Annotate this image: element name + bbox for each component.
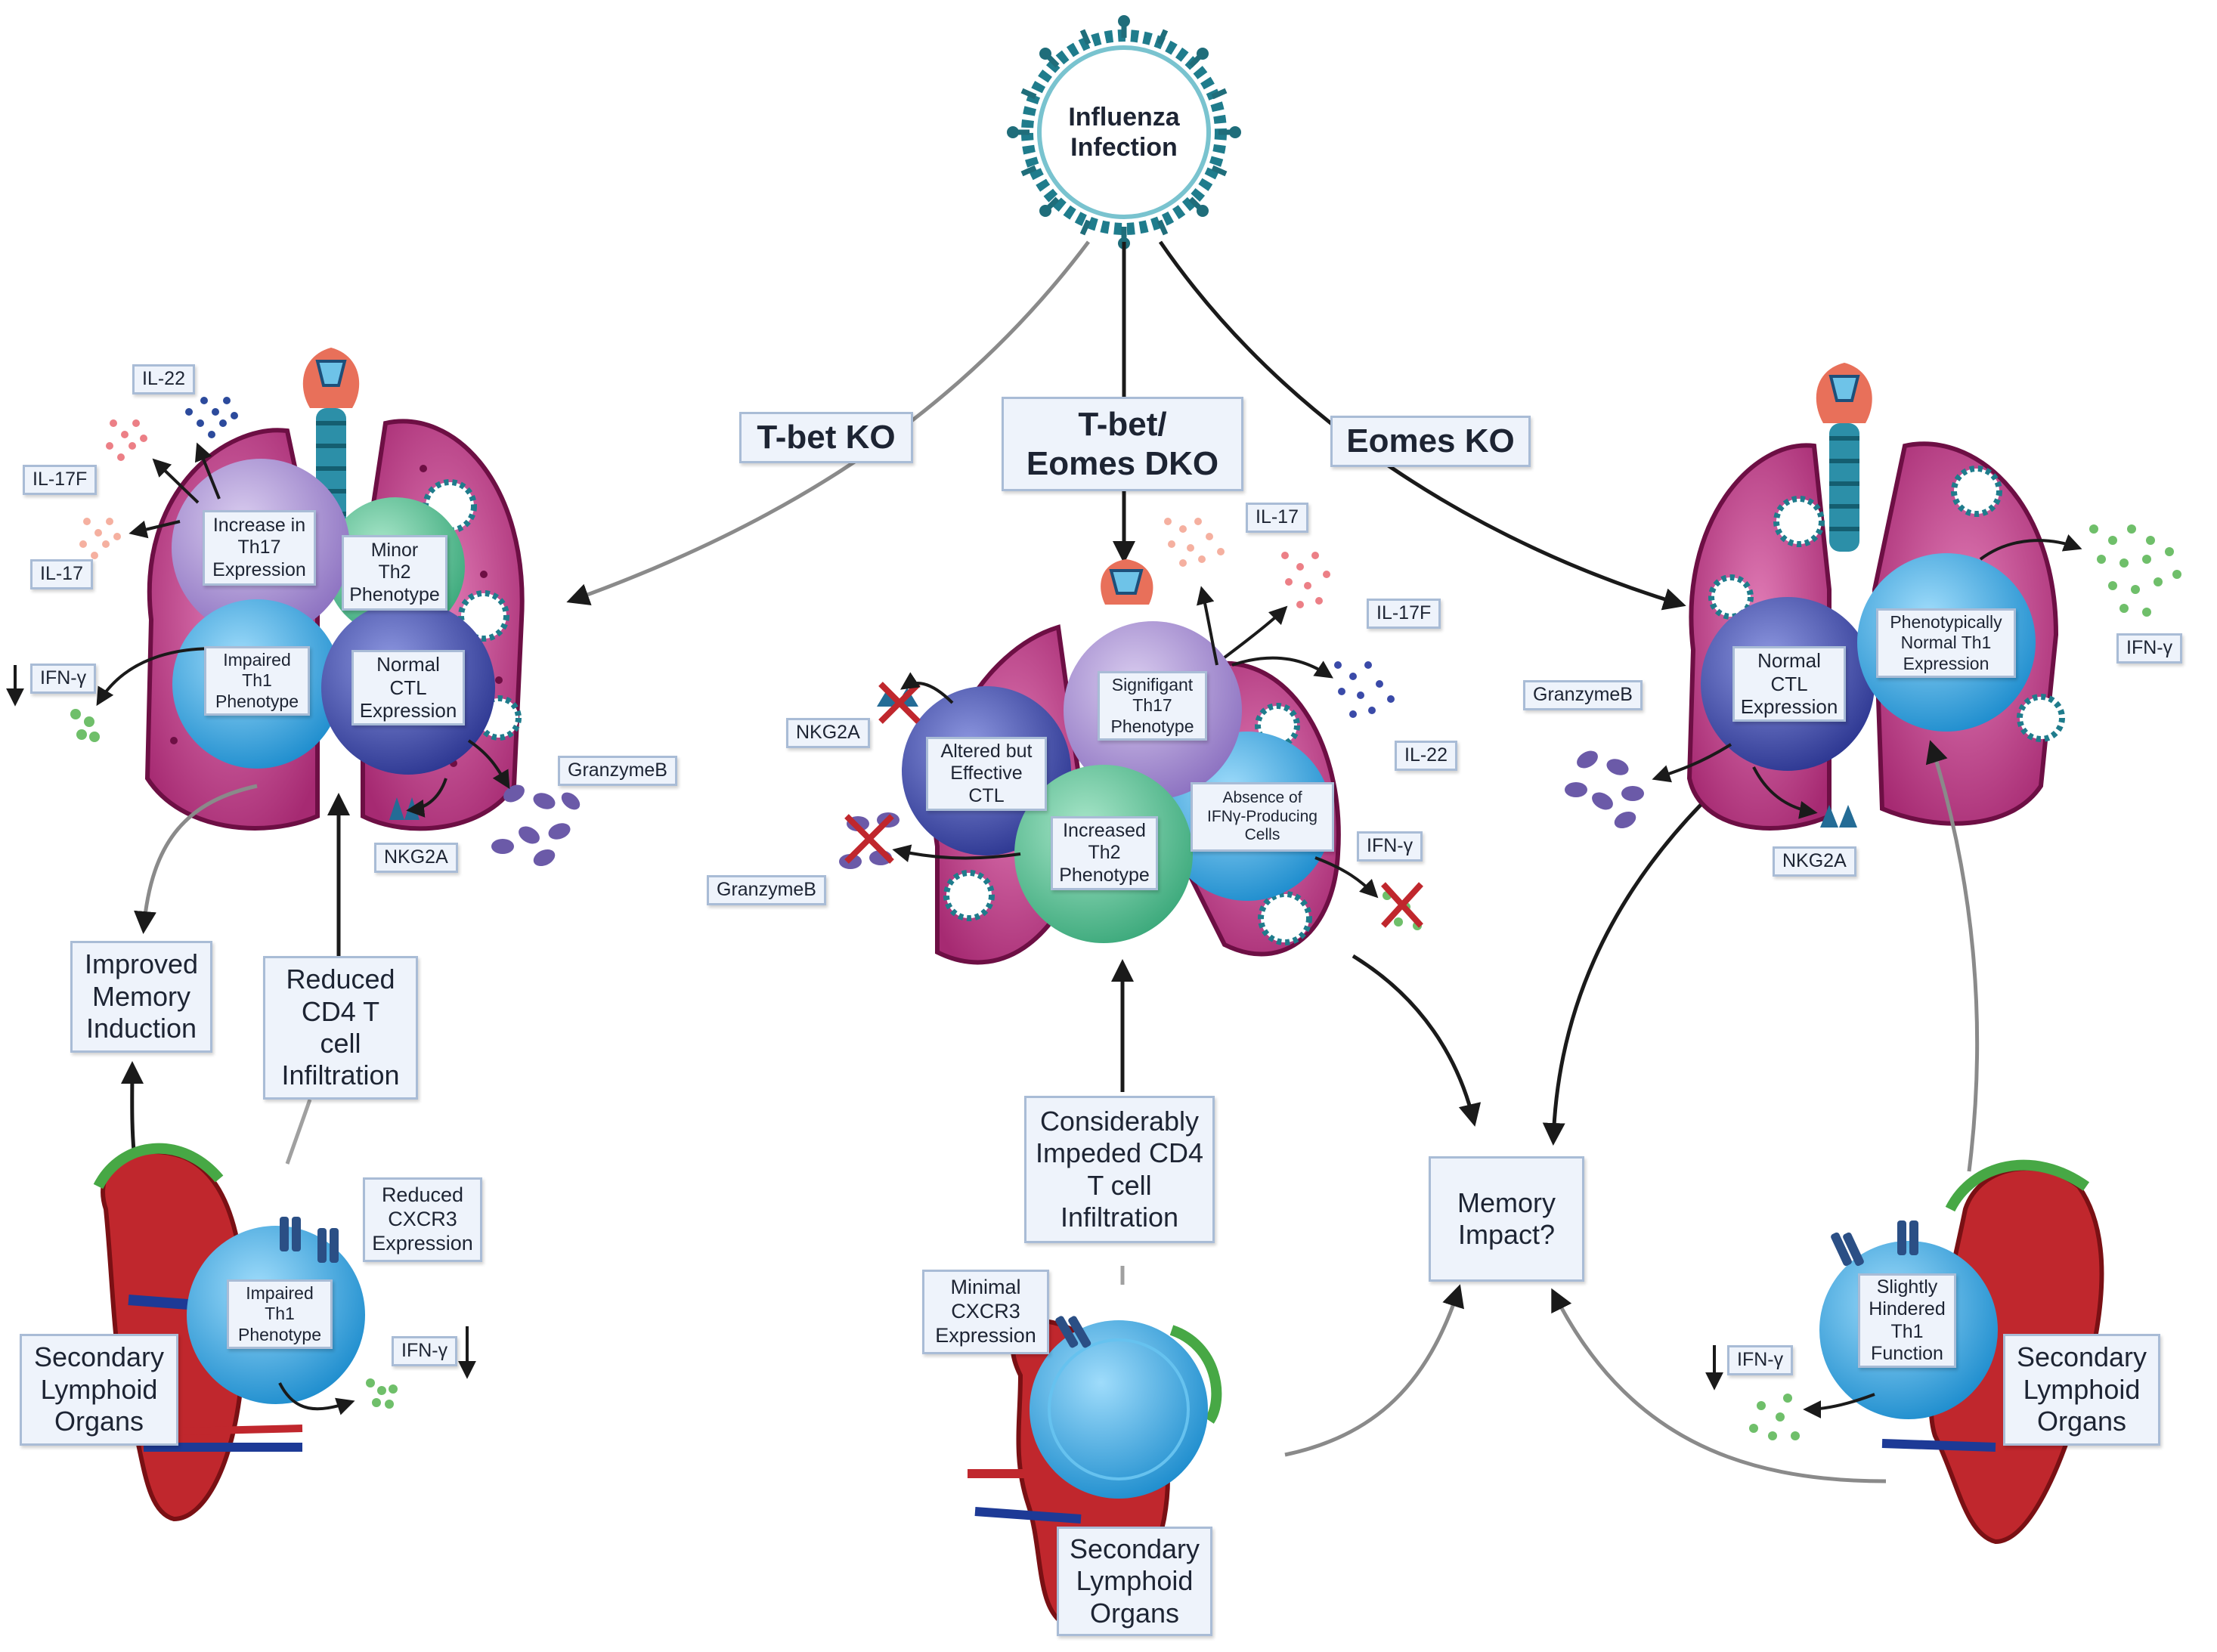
- left-th2-label: Minor Th2 Phenotype: [342, 535, 447, 611]
- left-slo-ifng-tag: IFN-γ: [392, 1336, 458, 1366]
- center-nkg2a-tag: NKG2A: [786, 718, 870, 748]
- left-th1-label: Impaired Th1 Phenotype: [204, 646, 310, 716]
- left-reduced-infiltration-box: Reduced CD4 T cell Infiltration: [263, 956, 418, 1100]
- right-flow-arrows: [1542, 740, 1980, 1483]
- left-cytokine-clusters: [70, 397, 581, 867]
- center-th2-label: Increased Th2 Phenotype: [1051, 816, 1158, 890]
- center-granzyme-tag: GranzymeB: [707, 875, 826, 905]
- left-il22-tag: IL-22: [132, 364, 195, 394]
- dko-label: T-bet/ Eomes DKO: [1002, 397, 1243, 491]
- right-slo-ifng-dots: [1749, 1394, 1800, 1440]
- left-slo-cell-label: Impaired Th1 Phenotype: [227, 1279, 333, 1349]
- center-il17-tag: IL-17: [1246, 503, 1308, 533]
- center-ifng-cells-label: Absence of IFNγ-Producing Cells: [1191, 782, 1334, 852]
- left-improved-memory-box: Improved Memory Induction: [70, 941, 212, 1053]
- center-slo-box: Secondary Lymphoid Organs: [1057, 1527, 1212, 1636]
- center-cytokine-clusters: [839, 518, 1423, 930]
- right-nkg2a-tag: NKG2A: [1773, 846, 1856, 877]
- right-th1-label: Phenotypically Normal Th1 Expression: [1876, 608, 2016, 678]
- right-cytokine-arrows: [1652, 534, 2082, 819]
- left-slo-ifng-dots: [366, 1378, 398, 1409]
- right-cytokine-clusters: [1565, 524, 2181, 829]
- center-impeded-infiltration-box: Considerably Impeded CD4 T cell Infiltra…: [1024, 1096, 1215, 1243]
- left-cxcr3-receptor-icon: [280, 1217, 339, 1263]
- center-il17f-tag: IL-17F: [1367, 599, 1441, 629]
- center-ifng-tag: IFN-γ: [1357, 831, 1423, 862]
- center-th17-label: Signifigant Th17 Phenotype: [1098, 671, 1207, 741]
- right-granzyme-tag: GranzymeB: [1523, 680, 1643, 710]
- right-ctl-label: Normal CTL Expression: [1732, 646, 1846, 722]
- left-ifng-tag: IFN-γ: [30, 664, 97, 694]
- left-il17-tag: IL-17: [30, 559, 93, 589]
- tbet-ko-label: T-bet KO: [739, 412, 913, 463]
- center-flow-arrows: [1111, 954, 1482, 1457]
- decrease-arrow-icons: [6, 665, 1723, 1391]
- left-slo-box: Secondary Lymphoid Organs: [20, 1334, 178, 1446]
- right-slo-box: Secondary Lymphoid Organs: [2003, 1334, 2160, 1446]
- left-granzyme-tag: GranzymeB: [558, 756, 677, 786]
- memory-impact-box: Memory Impact?: [1429, 1156, 1584, 1282]
- left-nkg2a-tag: NKG2A: [374, 843, 458, 873]
- center-il22-tag: IL-22: [1395, 741, 1457, 771]
- right-ifng-tag: IFN-γ: [2116, 633, 2183, 664]
- center-ctl-label: Altered but Effective CTL: [926, 737, 1047, 811]
- left-il17f-tag: IL-17F: [23, 465, 98, 495]
- left-cxcr3-box: Reduced CXCR3 Expression: [363, 1177, 482, 1262]
- center-cxcr3-box: Minimal CXCR3 Expression: [922, 1270, 1049, 1354]
- right-slo-cell-label: Slightly Hindered Th1 Function: [1858, 1273, 1956, 1368]
- center-cxcr3-receptor-icon: [1055, 1316, 1091, 1348]
- right-slo-ifng-tag: IFN-γ: [1727, 1345, 1794, 1375]
- right-cxcr3-receptor-icon: [1831, 1220, 1918, 1267]
- left-ctl-label: Normal CTL Expression: [351, 650, 465, 725]
- influenza-infection-label: Influenza Infection: [1054, 91, 1194, 174]
- left-th17-label: Increase in Th17 Expression: [203, 510, 316, 586]
- eomes-ko-label: Eomes KO: [1330, 416, 1531, 467]
- center-slo-cell: [1030, 1320, 1208, 1499]
- center-cytokine-arrows: [892, 586, 1379, 899]
- arrow-to-eomes-ko: [1158, 240, 1686, 611]
